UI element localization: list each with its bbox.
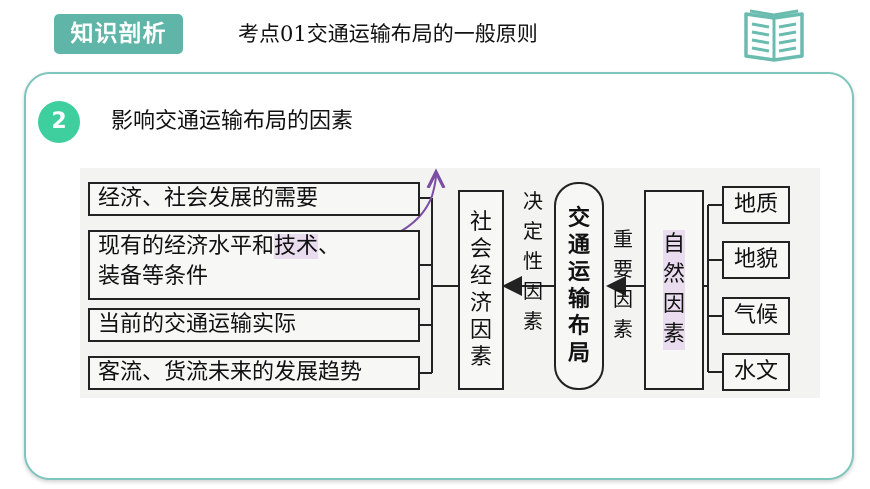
topic-title: 考点01交通运输布局的一般原则: [238, 22, 538, 46]
open-book-icon: [744, 9, 804, 62]
factor-current-transport: 当前的交通运输实际: [88, 308, 420, 342]
socio-economic-factors-box: 社 会 经 济 因 素: [458, 190, 504, 390]
section-number: 2: [38, 101, 80, 143]
transport-layout-core: 交 通 运 输 布 局: [554, 182, 604, 390]
factor-economic-technical-level: 现有的经济水平和技术、 装备等条件: [88, 230, 420, 300]
natural-factors-box: 自 然 因 素: [644, 190, 704, 390]
factor-diagram: 经济、社会发展的需要 现有的经济水平和技术、 装备等条件 当前的交通运输实际 客…: [80, 168, 820, 398]
natural-factor-geology: 地质: [722, 186, 790, 224]
natural-factor-climate: 气候: [722, 297, 790, 335]
natural-factor-landform: 地貌: [722, 241, 790, 279]
natural-factor-hydrology: 水文: [722, 353, 790, 391]
connector-lines: [375, 168, 722, 398]
factor-flow-trends: 客流、货流未来的发展趋势: [88, 356, 420, 390]
important-factor-label: 重 要 因 素: [613, 227, 633, 341]
section-title: 影响交通运输布局的因素: [111, 109, 354, 134]
section-badge: 知识剖析: [54, 14, 183, 54]
factor-development-needs: 经济、社会发展的需要: [88, 182, 420, 216]
decisive-factor-label: 决 定 性 因 素: [523, 189, 543, 333]
